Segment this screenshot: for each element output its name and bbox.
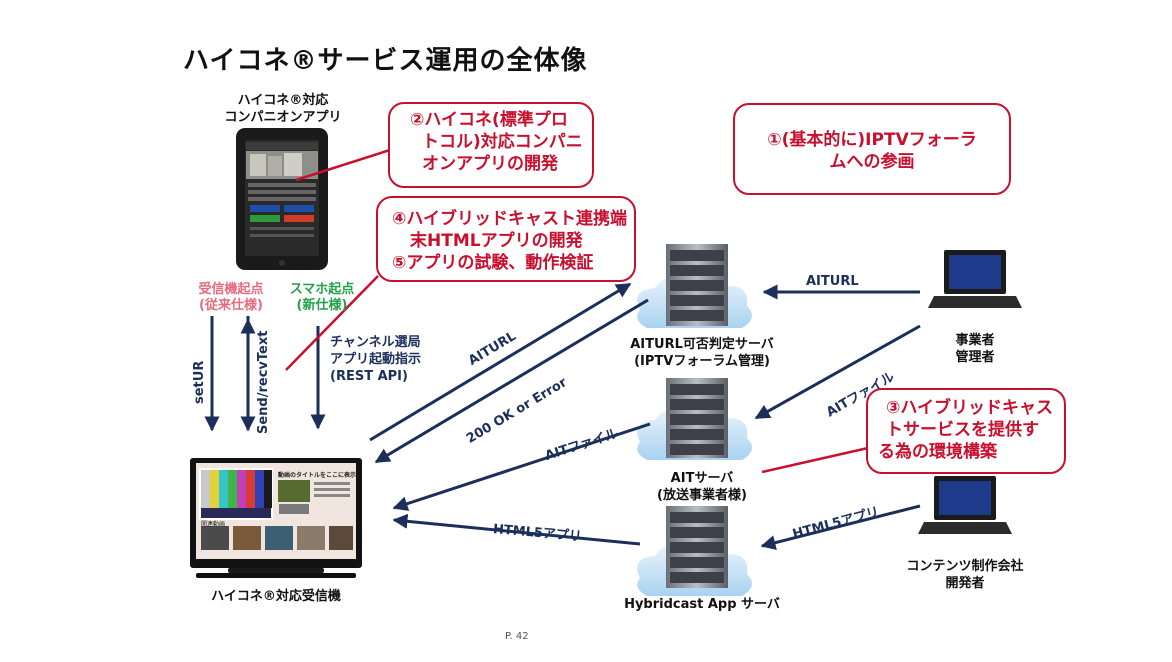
setur-label: setUR (192, 360, 207, 404)
tv-screen-heading: 動画のタイトルをここに表示 (278, 472, 357, 479)
callout-line: ムへの参画 (829, 152, 915, 172)
companion-app-label: ハイコネ®対応 コンパニオンアプリ (224, 93, 342, 125)
tablet-device (236, 128, 328, 270)
vertical-arrows (204, 316, 326, 432)
page-number: P. 42 (505, 631, 529, 642)
callout-line: 末HTMLアプリの開発 (410, 231, 583, 251)
page-title: ハイコネ®サービス運用の全体像 (183, 46, 588, 76)
server-aiturl-label: AITURL可否判定サーバ (IPTVフォーラム管理) (630, 337, 774, 369)
server-aiturl (637, 244, 752, 328)
laptop-content-dev (918, 476, 1012, 534)
callout-connectors (285, 148, 869, 474)
callout-line: ⑤アプリの試験、動作検証 (392, 253, 594, 273)
channel-select-label: チャンネル選局 アプリ起動指示 (REST API) (330, 335, 422, 384)
flow-arrows (369, 282, 921, 550)
tv-screen-related: 関連動画 (201, 521, 226, 528)
sendrecv-label: Send/recvText (256, 330, 271, 434)
laptop-operator (928, 250, 1022, 308)
content-dev-label: コンテンツ制作会社 開発者 (906, 559, 1024, 591)
callout-html-app: ④ハイブリッドキャスト連携端 末HTMLアプリの開発 ⑤アプリの試験、動作検証 (376, 196, 636, 282)
callout-line: オンアプリの開発 (422, 154, 558, 174)
callout-line: ③ハイブリッドキャス (886, 398, 1054, 418)
tv-label: ハイコネ®対応受信機 (211, 589, 341, 604)
server-hybridcast-label: Hybridcast App サーバ (624, 597, 780, 612)
tv-device (190, 458, 362, 578)
callout-line: る為の環境構築 (878, 442, 997, 462)
callout-environment: ③ハイブリッドキャス トサービスを提供す る為の環境構築 (866, 388, 1066, 474)
smartphone-origin-label: スマホ起点 (新仕様) (289, 282, 355, 313)
callout-iptv-forum: ①(基本的に)IPTVフォーラ ムへの参画 (733, 103, 1011, 195)
server-ait-label: AITサーバ (放送事業者様) (657, 471, 747, 503)
aiturl-right-label: AITURL (806, 274, 859, 289)
callout-line: トサービスを提供す (886, 420, 1039, 440)
callout-line: ②ハイコネ(標準プロ (410, 110, 568, 130)
callout-line: トコル)対応コンパニ (422, 132, 583, 152)
callout-line: ①(基本的に)IPTVフォーラ (767, 130, 977, 150)
server-ait (637, 378, 752, 460)
operator-label: 事業者 管理者 (955, 333, 995, 365)
callout-line: ④ハイブリッドキャスト連携端 (392, 209, 628, 229)
server-hybridcast (637, 506, 752, 596)
receiver-origin-label: 受信機起点 (従来仕様) (198, 282, 264, 313)
callout-companion-app: ②ハイコネ(標準プロ トコル)対応コンパニ オンアプリの開発 (388, 102, 594, 188)
